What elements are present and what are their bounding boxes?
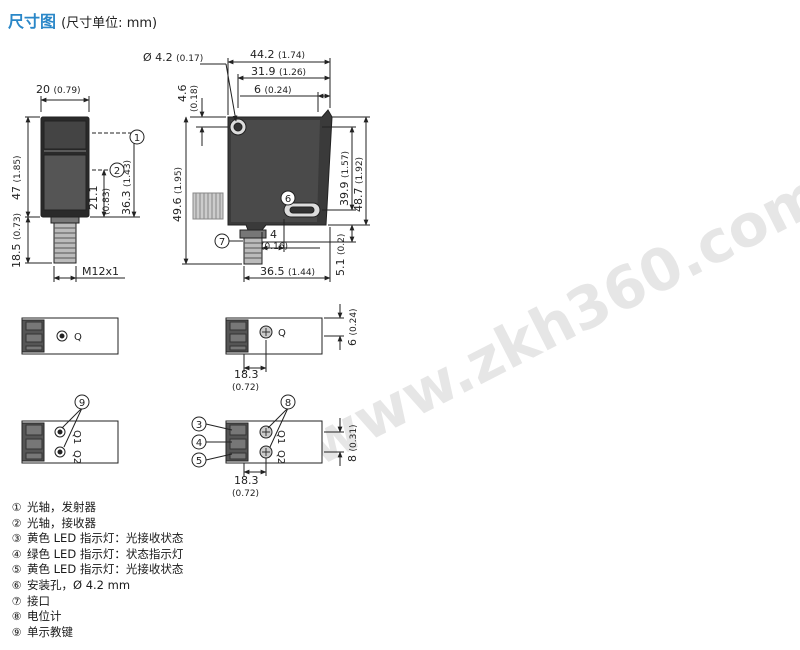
side-view-labels: Ø 4.2 (0.17) 44.2 (1.74) 31.9 (1.26) 6 (… (143, 48, 365, 278)
svg-text:36.3 (1.43): 36.3 (1.43) (120, 160, 133, 215)
svg-text:2: 2 (114, 166, 120, 177)
svg-text:4: 4 (270, 228, 277, 241)
svg-text:M12x1: M12x1 (82, 265, 119, 278)
title-main: 尺寸图 (8, 12, 57, 31)
title-subtitle: (尺寸单位: mm) (61, 16, 158, 31)
side-view (182, 58, 370, 282)
svg-text:8: 8 (285, 398, 291, 409)
svg-text:44.2 (1.74): 44.2 (1.74) (250, 48, 305, 61)
svg-text:5: 5 (196, 456, 202, 467)
svg-text:Q: Q (278, 328, 286, 339)
svg-text:8 (0.31): 8 (0.31) (346, 424, 359, 462)
front-callouts: 1 2 (109, 129, 145, 178)
svg-text:18.3: 18.3 (234, 474, 259, 487)
svg-text:(0.83): (0.83) (102, 188, 112, 215)
svg-text:36.5 (1.44): 36.5 (1.44) (260, 265, 315, 278)
svg-text:20 (0.79): 20 (0.79) (36, 83, 81, 96)
svg-text:(0.72): (0.72) (232, 489, 259, 499)
svg-text:3: 3 (196, 420, 202, 431)
watermark: www.zkh360.com (295, 160, 800, 480)
svg-text:31.9 (1.26): 31.9 (1.26) (251, 65, 306, 78)
svg-text:6: 6 (285, 194, 291, 205)
svg-text:(0.16): (0.16) (261, 242, 288, 252)
top-view-left-2-labels: Q1 Q2 9 (71, 394, 90, 464)
top-view-right-1-labels: Q 18.3 (0.72) 6 (0.24) (232, 308, 359, 393)
top-view-right-2 (205, 407, 344, 476)
svg-text:21.1: 21.1 (87, 186, 100, 211)
top-view-right-2-labels: Q1 Q2 18.3 (0.72) 8 (0.31) (232, 424, 359, 499)
svg-text:6 (0.24): 6 (0.24) (346, 308, 359, 346)
side-callouts: 6 7 (214, 190, 296, 249)
svg-text:4.6: 4.6 (176, 85, 189, 103)
top-view-left-1 (21, 317, 119, 355)
svg-text:7: 7 (219, 237, 225, 248)
front-view (25, 96, 140, 282)
svg-text:1: 1 (134, 133, 140, 144)
svg-text:18.5 (0.73): 18.5 (0.73) (10, 213, 23, 268)
front-view-labels: 20 (0.79) 47 (1.85) 18.5 (0.73) 36.3 (1.… (10, 83, 133, 278)
top-view-right-1 (225, 304, 344, 372)
svg-text:47 (1.85): 47 (1.85) (10, 155, 23, 200)
svg-text:Q1: Q1 (275, 430, 286, 444)
svg-text:Q2: Q2 (71, 450, 82, 464)
svg-text:4: 4 (196, 438, 202, 449)
svg-text:48.7 (1.92): 48.7 (1.92) (352, 157, 365, 212)
svg-text:Q1: Q1 (71, 430, 82, 444)
svg-text:(0.18): (0.18) (190, 85, 200, 112)
top-view-left-2 (21, 407, 119, 464)
svg-text:39.9 (1.57): 39.9 (1.57) (338, 151, 351, 206)
svg-text:(0.72): (0.72) (232, 383, 259, 393)
top-view-right-2-callouts: 3 4 5 8 (191, 394, 296, 468)
svg-text:Q2: Q2 (275, 450, 286, 464)
top-view-left-1-q: Q (74, 332, 82, 343)
svg-text:49.6 (1.95): 49.6 (1.95) (171, 167, 184, 222)
svg-text:9: 9 (79, 398, 85, 409)
svg-text:18.3: 18.3 (234, 368, 259, 381)
svg-text:Ø 4.2 (0.17): Ø 4.2 (0.17) (143, 51, 203, 64)
page-title: 尺寸图 (尺寸单位: mm) (8, 8, 157, 32)
svg-text:6 (0.24): 6 (0.24) (254, 83, 292, 96)
svg-text:5.1 (0.2): 5.1 (0.2) (334, 234, 347, 276)
